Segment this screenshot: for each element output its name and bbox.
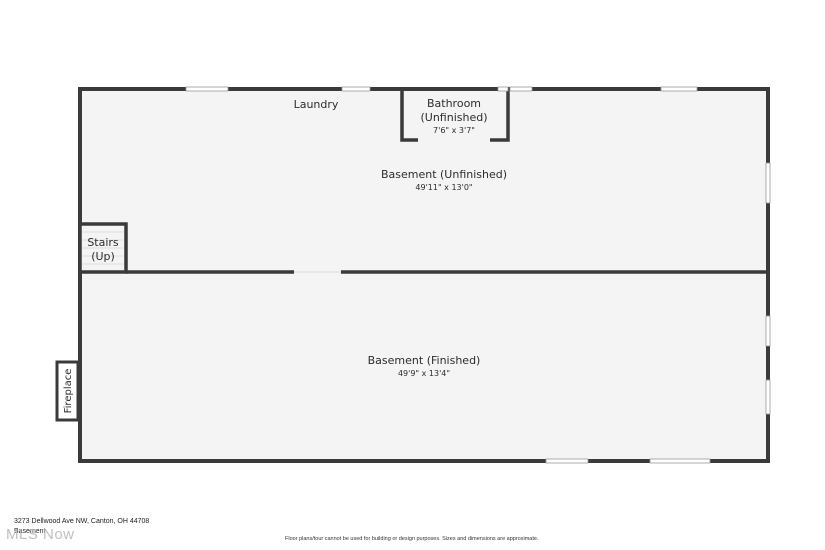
window-bottom-1 <box>545 458 589 464</box>
level-label: Basement <box>14 528 46 535</box>
window-top-3 <box>497 86 509 92</box>
disclaimer-text: Floor plans/tour cannot be used for buil… <box>285 536 539 542</box>
window-top-1 <box>185 86 229 92</box>
bathroom-label-line1: Bathroom <box>427 97 481 110</box>
bathroom-dims: 7'6" x 3'7" <box>433 126 475 135</box>
address-text: 3273 Dellwood Ave NW, Canton, OH 44708 <box>14 518 150 525</box>
basement-unfinished-label: Basement (Unfinished) <box>381 168 507 181</box>
stairs-treads <box>82 231 124 265</box>
floor-basement-unfinished <box>80 89 768 272</box>
window-top-5 <box>660 86 698 92</box>
outer-wall <box>78 87 770 463</box>
windows <box>185 86 771 464</box>
basement-finished-dims: 49'9" x 13'4" <box>398 369 450 378</box>
basement-unfinished-dims: 49'11" x 13'0" <box>415 183 472 192</box>
mls-watermark: MLS Now <box>6 526 75 543</box>
laundry-label: Laundry <box>294 98 339 111</box>
window-top-4 <box>509 86 533 92</box>
floor-basement-finished <box>80 272 768 461</box>
basement-finished-label: Basement (Finished) <box>368 354 481 367</box>
stairs-label-line1: Stairs <box>87 236 119 249</box>
window-top-2 <box>341 86 371 92</box>
fireplace-box <box>55 360 80 422</box>
bathroom-label-line2: (Unfinished) <box>420 111 487 124</box>
window-right-3 <box>765 379 771 415</box>
window-bottom-2 <box>649 458 711 464</box>
bathroom-wall-right <box>490 89 510 142</box>
window-right-2 <box>765 315 771 347</box>
fireplace-label: Fireplace <box>63 369 74 414</box>
bathroom-wall <box>400 89 418 142</box>
window-right-1 <box>765 162 771 204</box>
stairs-label-line2: (Up) <box>91 250 115 263</box>
